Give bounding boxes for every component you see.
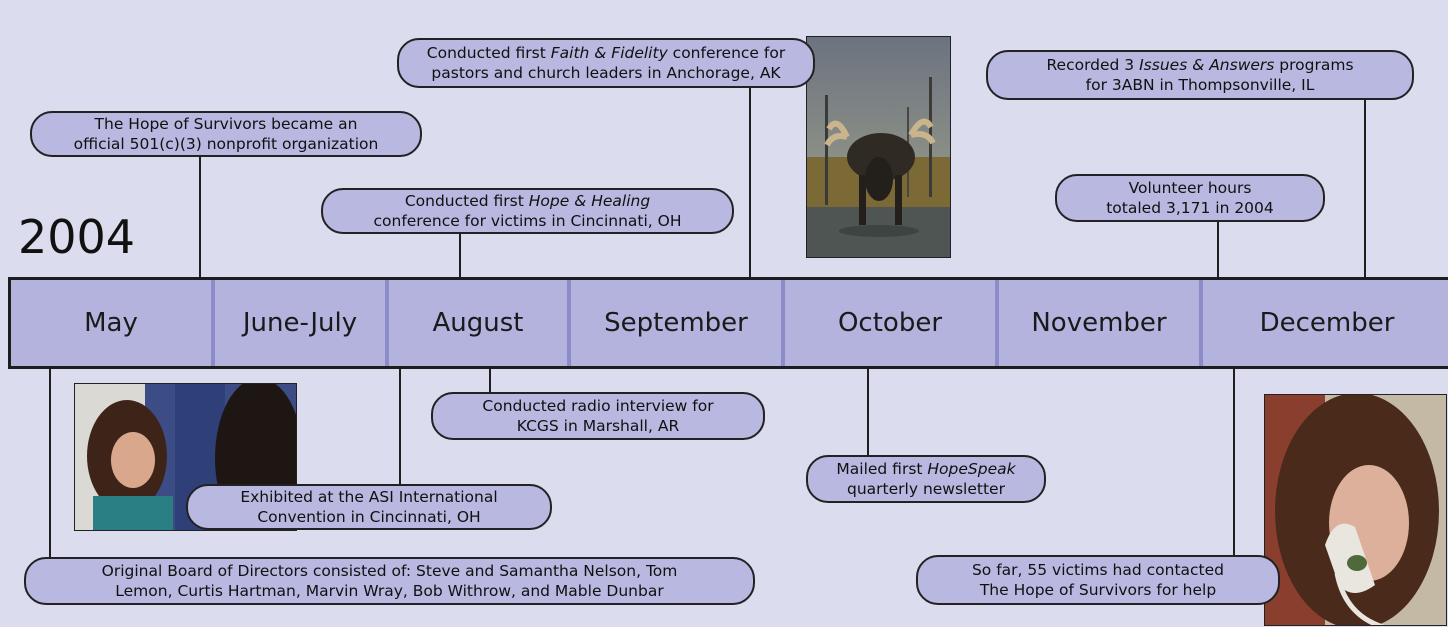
event-faith-fidelity-line1: Conducted first Faith & Fidelity confere… (427, 43, 785, 63)
phone-photo-image (1265, 395, 1446, 625)
event-issues-answers: Recorded 3 Issues & Answers programs for… (986, 50, 1414, 100)
event-radio-line1: Conducted radio interview for (482, 397, 714, 415)
event-hopespeak-line2: quarterly newsletter (847, 480, 1005, 498)
moose-photo (806, 36, 951, 258)
phone-photo (1264, 394, 1447, 626)
event-radio-line2: KCGS in Marshall, AR (516, 417, 680, 435)
event-asi-line1: Exhibited at the ASI International (240, 488, 498, 506)
month-december: December (1259, 308, 1395, 338)
event-victims-line2: The Hope of Survivors for help (979, 581, 1217, 599)
connector-board (49, 367, 51, 559)
event-faith-fidelity-pre: Conducted first (426, 44, 551, 62)
connector-hopespeak (867, 367, 869, 455)
event-volunteer-line1: Volunteer hours (1128, 179, 1252, 197)
event-board: Original Board of Directors consisted of… (24, 557, 755, 605)
event-faith-fidelity-post: conference for (667, 44, 786, 62)
connector-asi (399, 367, 401, 485)
event-hopespeak-title: HopeSpeak (927, 460, 1016, 478)
month-divider (1199, 280, 1203, 366)
connector-victims (1233, 367, 1235, 557)
event-issues-answers-post: programs (1274, 56, 1354, 74)
month-divider (385, 280, 389, 366)
event-faith-fidelity: Conducted first Faith & Fidelity confere… (397, 38, 815, 88)
event-victims-line1: So far, 55 victims had contacted (971, 561, 1225, 579)
year-label: 2004 (18, 210, 136, 264)
event-faith-fidelity-line2: pastors and church leaders in Anchorage,… (431, 64, 781, 82)
event-board-line2: Lemon, Curtis Hartman, Marvin Wray, Bob … (115, 582, 664, 600)
event-hopespeak-pre: Mailed first (836, 460, 928, 478)
event-radio: Conducted radio interview for KCGS in Ma… (431, 392, 765, 440)
event-nonprofit-line2: official 501(c)(3) nonprofit organizatio… (73, 135, 379, 153)
event-volunteer: Volunteer hours totaled 3,171 in 2004 (1055, 174, 1325, 222)
event-nonprofit-line1: The Hope of Survivors became an (94, 115, 358, 133)
month-august: August (432, 308, 524, 338)
event-hope-healing: Conducted first Hope & Healing conferenc… (321, 188, 734, 234)
month-divider (567, 280, 571, 366)
event-issues-answers-line1: Recorded 3 Issues & Answers programs (1046, 55, 1353, 75)
event-hope-healing-line1: Conducted first Hope & Healing (405, 191, 650, 211)
connector-issues-answers (1364, 98, 1366, 279)
month-june-july: June-July (242, 308, 358, 338)
event-nonprofit: The Hope of Survivors became an official… (30, 111, 422, 157)
connector-hope-healing (459, 232, 461, 279)
event-asi: Exhibited at the ASI International Conve… (186, 484, 552, 530)
event-hopespeak: Mailed first HopeSpeak quarterly newslet… (806, 455, 1046, 503)
event-victims: So far, 55 victims had contacted The Hop… (916, 555, 1280, 605)
event-hope-healing-pre: Conducted first (404, 192, 529, 210)
month-divider (781, 280, 785, 366)
connector-faith-fidelity (749, 86, 751, 279)
event-hope-healing-line2: conference for victims in Cincinnati, OH (373, 212, 682, 230)
event-board-line1: Original Board of Directors consisted of… (101, 562, 678, 580)
moose-photo-image (807, 37, 950, 257)
event-hope-healing-title: Hope & Healing (528, 192, 651, 210)
month-divider (211, 280, 215, 366)
month-may: May (84, 308, 138, 338)
connector-nonprofit (199, 155, 201, 279)
event-issues-answers-pre: Recorded 3 (1046, 56, 1140, 74)
event-issues-answers-title: Issues & Answers (1139, 56, 1275, 74)
event-hopespeak-line1: Mailed first HopeSpeak (836, 459, 1015, 479)
month-september: September (604, 308, 748, 338)
connector-radio (489, 367, 491, 393)
month-divider (995, 280, 999, 366)
event-asi-line2: Convention in Cincinnati, OH (257, 508, 481, 526)
month-band: May June-July August September October N… (8, 277, 1448, 369)
connector-volunteer (1217, 220, 1219, 279)
month-november: November (1031, 308, 1167, 338)
month-october: October (837, 308, 943, 338)
event-issues-answers-line2: for 3ABN in Thompsonville, IL (1085, 76, 1315, 94)
event-faith-fidelity-title: Faith & Fidelity (550, 44, 668, 62)
event-volunteer-line2: totaled 3,171 in 2004 (1106, 199, 1274, 217)
